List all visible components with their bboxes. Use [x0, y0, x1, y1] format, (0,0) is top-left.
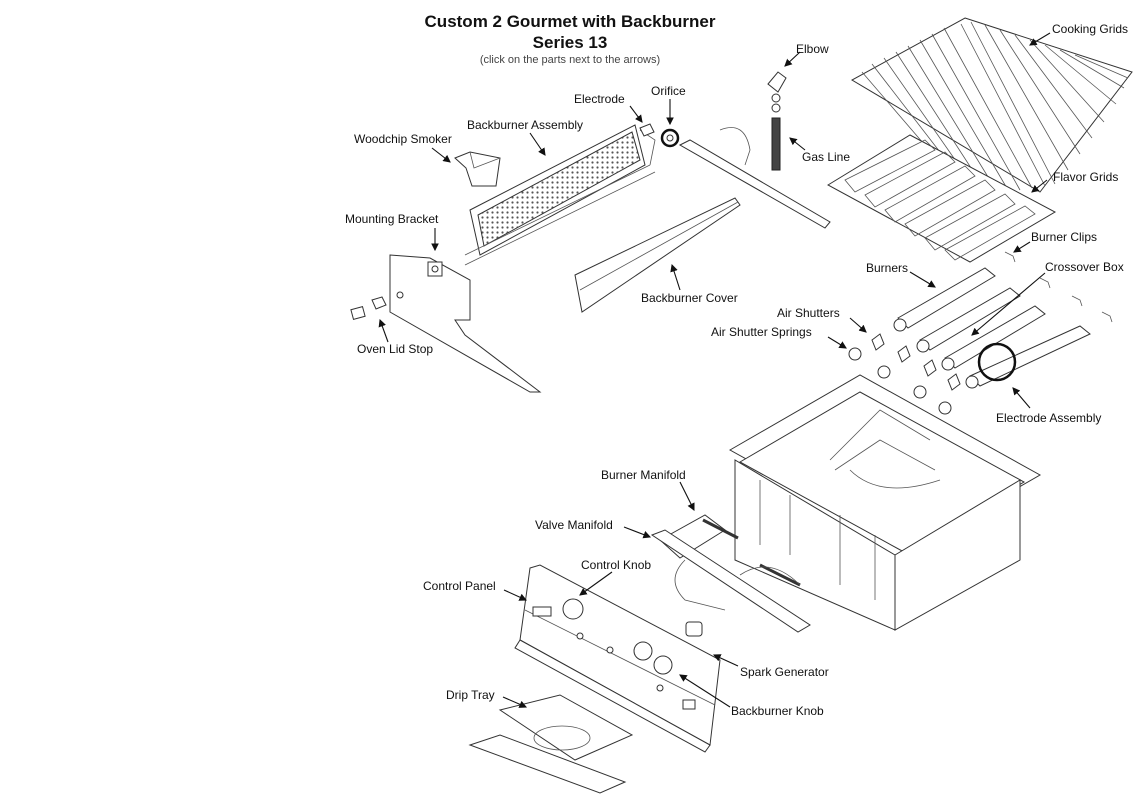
control-knob-part[interactable] — [562, 598, 653, 661]
label-backburner-knob[interactable]: Backburner Knob — [731, 704, 824, 718]
label-mounting-bracket[interactable]: Mounting Bracket — [345, 212, 439, 226]
burner-clips-part[interactable] — [1004, 251, 1113, 323]
label-air-shutters[interactable]: Air Shutters — [777, 306, 840, 320]
label-air-shutter-springs[interactable]: Air Shutter Springs — [711, 325, 812, 339]
elbow-part[interactable] — [767, 71, 787, 113]
label-woodchip-smoker[interactable]: Woodchip Smoker — [354, 132, 452, 146]
label-control-knob[interactable]: Control Knob — [581, 558, 652, 572]
flavor-grids-part[interactable] — [826, 134, 1057, 263]
woodchip-smoker-part[interactable] — [454, 151, 501, 187]
label-burner-manifold[interactable]: Burner Manifold — [601, 468, 686, 482]
label-drip-tray[interactable]: Drip Tray — [446, 688, 495, 702]
air-shutters-part[interactable] — [871, 333, 961, 391]
label-elbow[interactable]: Elbow — [796, 42, 829, 56]
label-crossover-box[interactable]: Crossover Box — [1045, 260, 1124, 274]
label-backburner-assembly[interactable]: Backburner Assembly — [467, 118, 584, 132]
oven-lid-stop-part[interactable] — [350, 296, 387, 320]
diagram-title: Custom 2 Gourmet with Backburner — [424, 12, 716, 31]
backburner-cover-part[interactable] — [574, 197, 741, 313]
grill-body-part — [728, 374, 1042, 631]
label-cooking-grids[interactable]: Cooking Grids — [1052, 22, 1129, 36]
electrode-part[interactable] — [639, 123, 655, 137]
side-rail-part — [678, 127, 831, 229]
label-electrode-assembly[interactable]: Electrode Assembly — [996, 411, 1102, 425]
label-burners[interactable]: Burners — [866, 261, 909, 275]
label-backburner-cover[interactable]: Backburner Cover — [641, 291, 738, 305]
spark-generator-part[interactable] — [685, 621, 703, 637]
mounting-bracket-part[interactable] — [427, 261, 443, 277]
label-flavor-grids[interactable]: Flavor Grids — [1053, 170, 1119, 184]
label-gas-line[interactable]: Gas Line — [802, 150, 851, 164]
backburner-knob-part[interactable] — [653, 655, 673, 675]
drip-tray-part[interactable] — [468, 694, 634, 794]
diagram-instructions: (click on the parts next to the arrows) — [479, 54, 661, 66]
gas-line-part[interactable] — [771, 117, 781, 171]
crossover-box-highlight[interactable] — [977, 342, 1017, 382]
burners-part[interactable] — [893, 267, 1091, 389]
backburner-assembly-part[interactable] — [464, 124, 656, 266]
label-valve-manifold[interactable]: Valve Manifold — [535, 518, 613, 532]
diagram-series: Series 13 — [532, 33, 608, 52]
cooking-grids-part[interactable] — [850, 17, 1133, 193]
valve-manifold-part[interactable] — [650, 529, 811, 633]
side-panel-part — [389, 254, 542, 393]
label-orifice[interactable]: Orifice — [651, 84, 686, 98]
label-spark-generator[interactable]: Spark Generator — [740, 665, 829, 679]
air-shutter-springs-part[interactable] — [848, 347, 952, 415]
label-burner-clips[interactable]: Burner Clips — [1031, 230, 1098, 244]
label-electrode[interactable]: Electrode — [574, 92, 625, 106]
leader-arrows — [378, 32, 1051, 708]
label-control-panel[interactable]: Control Panel — [423, 579, 496, 593]
orifice-part[interactable] — [660, 128, 680, 148]
label-oven-lid-stop[interactable]: Oven Lid Stop — [357, 342, 434, 356]
